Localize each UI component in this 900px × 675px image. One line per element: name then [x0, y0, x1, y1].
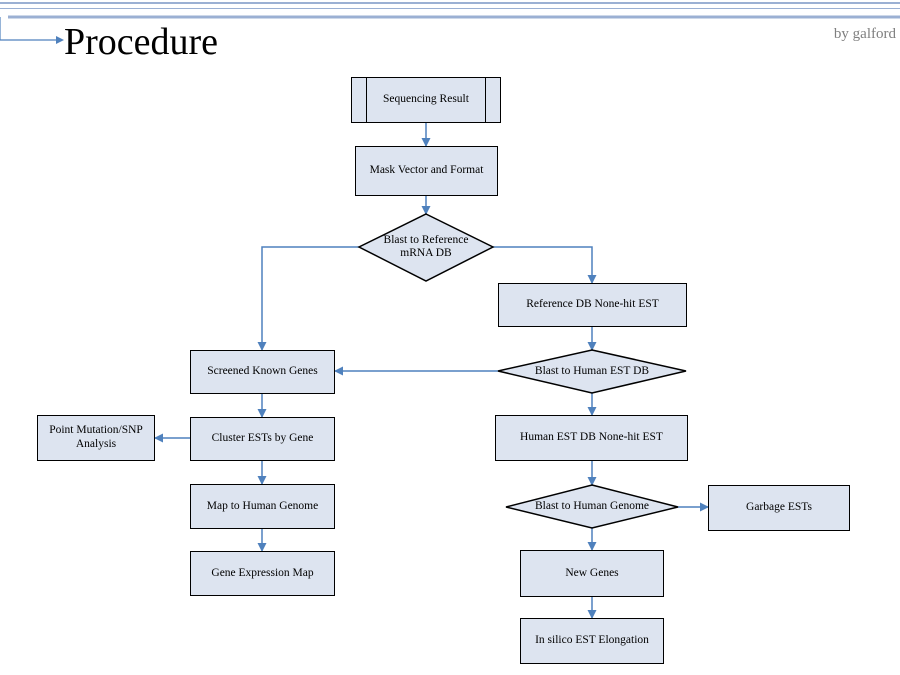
- node-label: Cluster ESTs by Gene: [211, 432, 314, 445]
- author-byline: by galford: [833, 26, 896, 42]
- decision-label: Blast to Human Genome: [534, 499, 650, 512]
- node-label: Reference DB None-hit EST: [526, 298, 659, 311]
- node-mask-vector: Mask Vector and Format: [355, 146, 498, 196]
- page-title: Procedure: [64, 21, 219, 63]
- node-reference-none-hit: Reference DB None-hit EST: [498, 283, 687, 327]
- node-cluster-ests: Cluster ESTs by Gene: [190, 417, 335, 461]
- node-screened-known-genes: Screened Known Genes: [190, 350, 335, 394]
- decision-blast-human-genome-label: Blast to Human Genome: [506, 485, 678, 528]
- node-garbage-ests: Garbage ESTs: [708, 485, 850, 531]
- node-label: Gene Expression Map: [211, 566, 314, 579]
- node-label: Sequencing Result: [383, 93, 469, 106]
- arrow-blast-ref-to-ref-none-hit: [493, 246, 597, 284]
- decision-label: Blast to Human EST DB: [534, 364, 650, 377]
- node-label: Mask Vector and Format: [369, 164, 484, 177]
- node-label-line-1: Point Mutation/SNP: [49, 424, 143, 437]
- node-sequencing-result: Sequencing Result: [351, 77, 501, 123]
- node-label: Screened Known Genes: [207, 365, 318, 378]
- node-in-silico-elongation: In silico EST Elongation: [520, 618, 664, 664]
- node-label: Garbage ESTs: [746, 501, 812, 514]
- decision-blast-human-est: [497, 349, 687, 394]
- decision-label-line-1: Blast to Reference: [383, 233, 469, 246]
- arrow-blast-ref-to-screened: [257, 246, 359, 351]
- decision-blast-human-est-label: Blast to Human EST DB: [498, 350, 686, 393]
- decision-label-line-2: mRNA DB: [400, 247, 452, 259]
- node-label: New Genes: [565, 566, 619, 579]
- process-bar-left: [366, 78, 367, 122]
- header-rule-top: [0, 2, 900, 4]
- node-point-mutation: Point Mutation/SNP Analysis: [37, 415, 155, 461]
- node-human-est-none-hit: Human EST DB None-hit EST: [495, 415, 688, 461]
- node-new-genes: New Genes: [520, 550, 664, 597]
- node-label-line-2: Analysis: [75, 438, 117, 450]
- header-connector: [0, 15, 900, 44]
- decision-blast-reference: [357, 213, 495, 282]
- node-label: Human EST DB None-hit EST: [520, 431, 663, 444]
- decision-blast-reference-label: Blast to Reference mRNA DB: [359, 225, 493, 269]
- header-rule-middle: [0, 8, 900, 9]
- node-label: In silico EST Elongation: [535, 634, 649, 647]
- node-label: Map to Human Genome: [206, 499, 319, 512]
- process-bar-right: [485, 78, 486, 122]
- node-gene-expression-map: Gene Expression Map: [190, 551, 335, 596]
- node-map-human-genome: Map to Human Genome: [190, 484, 335, 529]
- decision-blast-human-genome: [505, 484, 679, 529]
